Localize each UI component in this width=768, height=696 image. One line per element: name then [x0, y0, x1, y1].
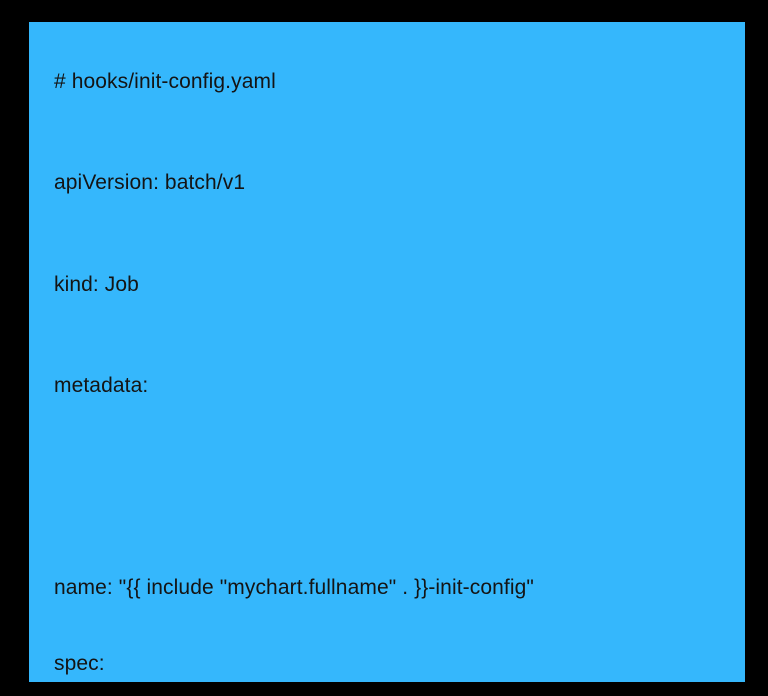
code-line: # hooks/init-config.yaml — [54, 70, 276, 93]
code-line: metadata: — [54, 374, 149, 397]
code-snippet-panel: # hooks/init-config.yaml apiVersion: batc… — [29, 22, 745, 682]
code-line: apiVersion: batch/v1 — [54, 171, 246, 194]
code-line: spec: — [54, 652, 105, 675]
code-line: kind: Job — [54, 273, 139, 296]
code-lines-container: # hooks/init-config.yaml apiVersion: batc… — [54, 22, 745, 682]
code-line: name: "{{ include "mychart.fullname" . }… — [54, 576, 534, 599]
